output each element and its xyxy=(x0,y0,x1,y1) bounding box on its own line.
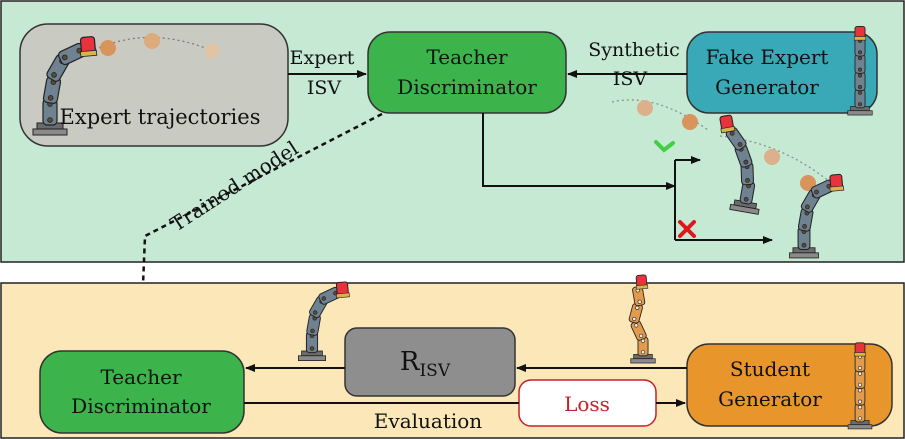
middle-ball-2 xyxy=(682,114,698,130)
student-generator-box xyxy=(686,343,893,427)
r-isv-label: RISV xyxy=(400,347,451,381)
expert-isv-line1: Expert xyxy=(290,47,355,69)
trajectory-ball-3 xyxy=(205,44,219,58)
fake-expert-line2: Generator xyxy=(715,75,819,99)
cross-icon xyxy=(678,220,696,238)
middle-ball-1 xyxy=(637,100,653,116)
student-line2: Generator xyxy=(718,387,822,411)
trajectory-ball-1 xyxy=(100,40,116,56)
r-isv-main: R xyxy=(400,347,421,377)
check-icon xyxy=(654,140,675,153)
expert-trajectories-label: Expert trajectories xyxy=(60,105,261,129)
synthetic-isv-line1: Synthetic xyxy=(588,39,679,61)
r-isv-subscript: ISV xyxy=(419,361,450,381)
middle-trajectory-path xyxy=(611,99,709,131)
teacher-discriminator-box-top xyxy=(367,31,567,114)
trajectory-ball-2 xyxy=(144,33,160,49)
teacher-bottom-line2: Discriminator xyxy=(71,394,211,418)
classification-connector xyxy=(482,113,676,190)
teacher-bottom-line1: Teacher xyxy=(100,365,181,389)
synthetic-isv-line2: ISV xyxy=(613,68,648,90)
expert-isv-line2: ISV xyxy=(307,77,342,99)
teacher-box-line1: Teacher xyxy=(426,45,507,69)
evaluation-label: Evaluation xyxy=(374,409,482,433)
right-trajectory-path xyxy=(719,135,831,183)
right-ball-1 xyxy=(764,149,780,165)
loss-label: Loss xyxy=(564,392,610,416)
right-ball-2 xyxy=(800,175,816,191)
student-line1: Student xyxy=(730,357,810,381)
fake-expert-generator-box xyxy=(686,31,878,114)
fake-expert-line1: Fake Expert xyxy=(706,45,829,69)
r-isv-box xyxy=(344,327,516,397)
teacher-discriminator-box-bottom xyxy=(39,350,245,434)
teacher-box-line2: Discriminator xyxy=(397,75,537,99)
